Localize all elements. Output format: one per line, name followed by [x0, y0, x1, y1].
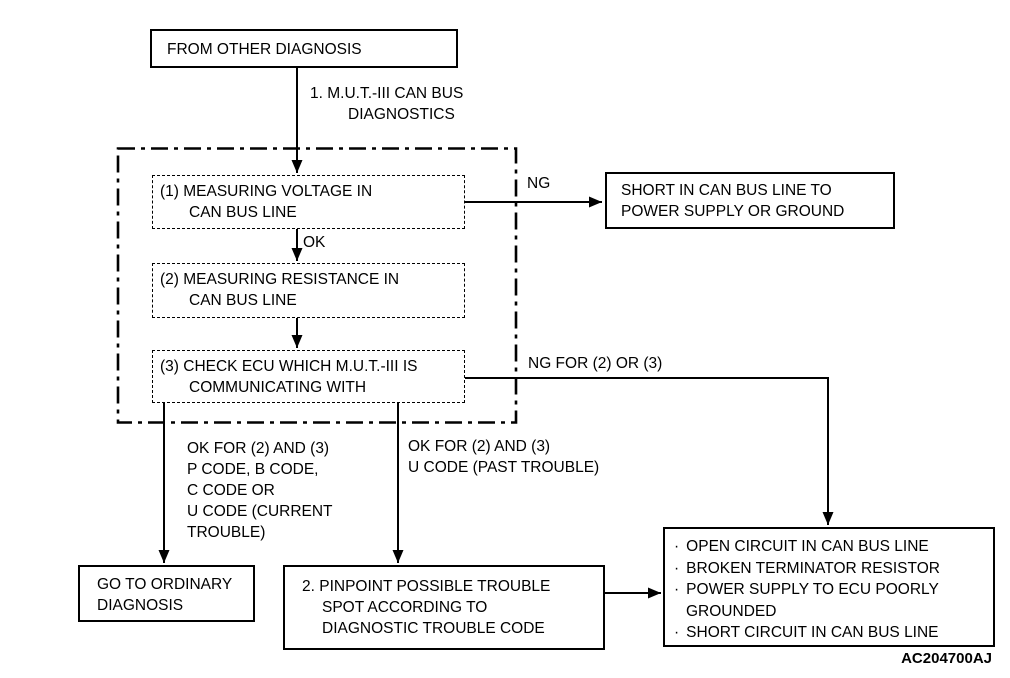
connector-ngfor23-to-causes	[465, 377, 834, 525]
cause-item: · SHORT CIRCUIT IN CAN BUS LINE	[674, 622, 987, 644]
node-from-other-diagnosis: FROM OTHER DIAGNOSIS	[150, 29, 458, 68]
label-ok-current-trouble: OK FOR (2) AND (3) P CODE, B CODE, C COD…	[187, 438, 333, 543]
node-text: (2) MEASURING RESISTANCE IN	[160, 271, 400, 288]
node-text: GO TO ORDINARY	[97, 576, 233, 593]
label-line: DIAGNOSTICS	[348, 106, 455, 123]
bullet-icon: ·	[674, 581, 680, 598]
label-line: P CODE, B CODE,	[187, 461, 319, 478]
node-pinpoint-trouble-spot: 2. PINPOINT POSSIBLE TROUBLE SPOT ACCORD…	[283, 565, 605, 650]
label-ng-for-2-3: NG FOR (2) OR (3)	[528, 355, 663, 372]
node-text: DIAGNOSIS	[97, 597, 184, 614]
label-ok-past-trouble: OK FOR (2) AND (3) U CODE (PAST TROUBLE)	[408, 436, 599, 478]
dashdot-group-border	[116, 147, 518, 424]
figure-code: AC204700AJ	[901, 650, 992, 667]
node-measuring-resistance: (2) MEASURING RESISTANCE IN CAN BUS LINE	[152, 263, 465, 318]
cause-text: BROKEN TERMINATOR RESISTOR	[686, 559, 940, 577]
label-mut3-can-bus-diagnostics: 1. M.U.T.-III CAN BUS DIAGNOSTICS	[310, 83, 463, 125]
label-line: OK FOR (2) AND (3)	[408, 438, 551, 455]
cause-text: SHORT CIRCUIT IN CAN BUS LINE	[686, 624, 939, 641]
label-line: TROUBLE)	[187, 524, 266, 541]
node-text: (3) CHECK ECU WHICH M.U.T.-III IS	[160, 358, 418, 375]
node-possible-causes: · OPEN CIRCUIT IN CAN BUS LINE · BROKEN TE…	[663, 527, 995, 647]
node-short-in-can-bus: SHORT IN CAN BUS LINE TO POWER SUPPLY OR…	[605, 172, 895, 229]
cause-text: POWER SUPPLY TO ECU POORLY GROUNDED	[686, 581, 939, 620]
node-text: (1) MEASURING VOLTAGE IN	[160, 183, 373, 200]
node-check-ecu: (3) CHECK ECU WHICH M.U.T.-III IS COMMUN…	[152, 350, 465, 403]
node-text: DIAGNOSTIC TROUBLE CODE	[322, 620, 545, 637]
bullet-icon: ·	[674, 538, 680, 555]
label-ok: OK	[303, 234, 326, 251]
cause-item: · OPEN CIRCUIT IN CAN BUS LINE	[674, 536, 987, 558]
cause-item: · BROKEN TERMINATOR RESISTOR	[674, 558, 987, 580]
label-line: 1. M.U.T.-III CAN BUS	[310, 85, 464, 102]
node-text: CAN BUS LINE	[189, 204, 297, 221]
label-line: U CODE (PAST TROUBLE)	[408, 459, 600, 476]
node-text: COMMUNICATING WITH	[189, 379, 367, 396]
node-text: SHORT IN CAN BUS LINE TO	[621, 182, 832, 199]
node-text: CAN BUS LINE	[189, 292, 297, 309]
cause-item: · POWER SUPPLY TO ECU POORLY GROUNDED	[674, 579, 987, 622]
node-measuring-voltage: (1) MEASURING VOLTAGE IN CAN BUS LINE	[152, 175, 465, 229]
node-text: POWER SUPPLY OR GROUND	[621, 203, 845, 220]
node-text: 2. PINPOINT POSSIBLE TROUBLE	[302, 578, 551, 595]
label-ng: NG	[527, 175, 551, 192]
label-line: U CODE (CURRENT	[187, 503, 333, 520]
label-line: C CODE OR	[187, 482, 275, 499]
node-text: FROM OTHER DIAGNOSIS	[167, 41, 362, 58]
bullet-icon: ·	[674, 624, 680, 641]
label-line: OK FOR (2) AND (3)	[187, 440, 330, 457]
node-text: SPOT ACCORDING TO	[322, 599, 488, 616]
bullet-icon: ·	[674, 559, 680, 577]
cause-text: OPEN CIRCUIT IN CAN BUS LINE	[686, 538, 929, 555]
node-go-ordinary-diagnosis: GO TO ORDINARY DIAGNOSIS	[78, 565, 255, 622]
